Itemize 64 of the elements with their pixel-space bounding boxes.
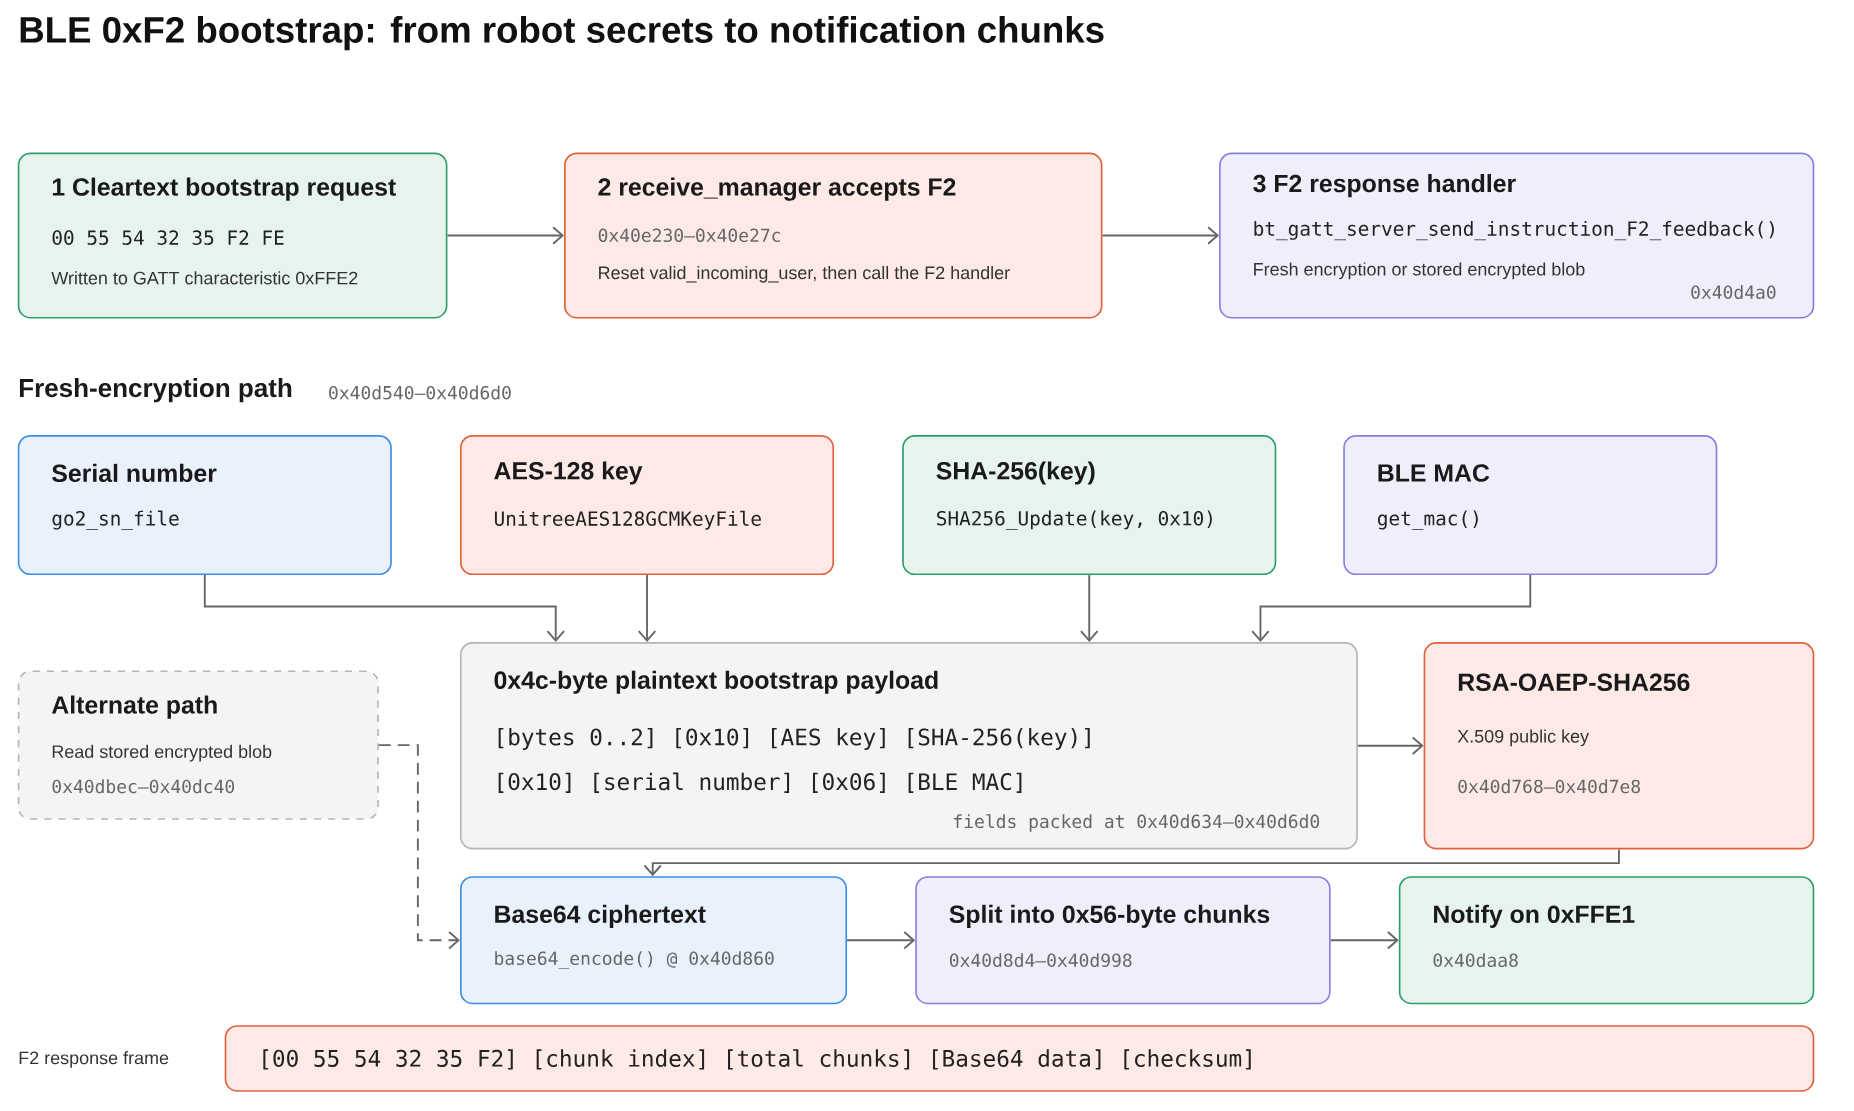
code-text: [00 55 54 32 35 F2] [chunk index] [total chunks] [Base64 data] [checksum] <box>263 1049 1251 1070</box>
code-text: get_mac() <box>1377 510 1478 530</box>
code-text: go2_sn_file <box>52 510 179 530</box>
process-box <box>564 152 1103 319</box>
arrow <box>637 573 657 642</box>
arrow <box>1329 930 1399 950</box>
arrow <box>846 930 916 950</box>
arrow <box>203 573 565 642</box>
description-text: Fresh encryption or stored encrypted blob <box>1254 262 1585 279</box>
address-text: 0x40daa8 <box>1433 952 1518 967</box>
arrow <box>643 848 1620 876</box>
address-text: 0x40d4a0 <box>1691 284 1776 299</box>
address-text: 0x40d540–0x40d6d0 <box>329 385 511 400</box>
code-text: SHA256_Update(key, 0x10) <box>937 510 1212 530</box>
code-text: [0x10] [serial number] [0x06] [BLE MAC] <box>498 772 1022 793</box>
arrow <box>1101 226 1220 245</box>
box-heading: BLE MAC <box>1378 463 1490 482</box>
code-text: [bytes 0..2] [0x10] [AES key] [SHA-256(key)] <box>498 727 1090 750</box>
code-text: 00 55 54 32 35 F2 FE <box>52 230 284 245</box>
process-box <box>459 875 848 1005</box>
box-heading: AES-128 key <box>494 461 643 485</box>
description-text: Read stored encrypted blob <box>52 744 272 762</box>
arrow <box>1356 736 1424 755</box>
process-box <box>915 875 1331 1005</box>
box-heading: 1 Cleartext bootstrap request <box>52 177 396 201</box>
description-text: Reset valid_incoming_user, then call the F2 handler <box>599 265 1010 283</box>
address-text: 0x40dbec–0x40dc40 <box>52 779 235 794</box>
box-heading: 3 F2 response handler <box>1253 173 1516 197</box>
address-text: 0x40d768–0x40d7e8 <box>1458 779 1640 794</box>
code-text: UnitreeAES128GCMKeyFile <box>494 510 761 530</box>
frame-format-bar <box>19 1024 1815 1092</box>
arrow <box>446 226 564 245</box>
title: BLE 0xF2 bootstrap: from robot secrets to notification chunks <box>20 15 1104 50</box>
box-heading: 0x4c-byte plaintext bootstrap payload <box>494 670 938 694</box>
address-text: 0x40d8d4–0x40d998 <box>949 952 1132 967</box>
process-box <box>459 641 1358 850</box>
address-text: base64_encode() @ 0x40d860 <box>495 950 774 969</box>
description-text: X.509 public key <box>1457 729 1590 746</box>
process-box <box>1398 875 1815 1005</box>
box-heading: RSA-OAEP-SHA256 <box>1458 673 1690 691</box>
process-box <box>17 434 392 575</box>
address-text: 0x40e230–0x40e27c <box>598 228 780 242</box>
section-heading: Fresh-encryption path <box>19 377 292 403</box>
box-heading: Notify on 0xFFE1 <box>1434 904 1635 928</box>
process-box <box>902 434 1277 575</box>
address-text: fields packed at 0x40d634–0x40d6d0 <box>954 813 1320 832</box>
box-heading: SHA-256(key) <box>936 461 1095 485</box>
process-box <box>17 152 448 319</box>
box-heading: Alternate path <box>51 695 217 719</box>
arrow <box>1080 573 1099 642</box>
box-heading: Base64 ciphertext <box>495 904 706 928</box>
description-text: Written to GATT characteristic 0xFFE2 <box>51 271 358 285</box>
box-heading: Split into 0x56-byte chunks <box>949 904 1270 928</box>
process-box <box>1423 641 1815 850</box>
process-box <box>459 434 835 575</box>
process-box <box>17 670 379 820</box>
code-text: bt_gatt_server_send_instruction_F2_feedback() <box>1254 220 1774 240</box>
arrow <box>377 743 460 950</box>
arrow <box>1251 573 1532 642</box>
frame-label: F2 response frame <box>19 1050 169 1068</box>
box-heading: Serial number <box>52 463 217 482</box>
process-box <box>1343 434 1718 575</box>
process-box <box>1219 152 1815 319</box>
box-heading: 2 receive_manager accepts F2 <box>598 177 956 201</box>
